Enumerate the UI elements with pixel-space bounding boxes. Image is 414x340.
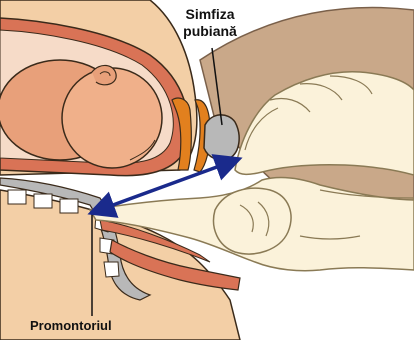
symphysis-label-line1: Simfiza (168, 6, 252, 23)
vertebra-3 (60, 199, 78, 213)
vertebra-2 (34, 194, 52, 208)
promontory-label: Promontoriul (30, 318, 112, 334)
sacrum-segment-3 (104, 262, 119, 277)
symphysis-label-line2: pubiană (168, 23, 252, 40)
hand-knuckles (214, 188, 291, 254)
vertebra-1 (8, 190, 26, 204)
symphysis-label: Simfiza pubiană (168, 6, 252, 40)
